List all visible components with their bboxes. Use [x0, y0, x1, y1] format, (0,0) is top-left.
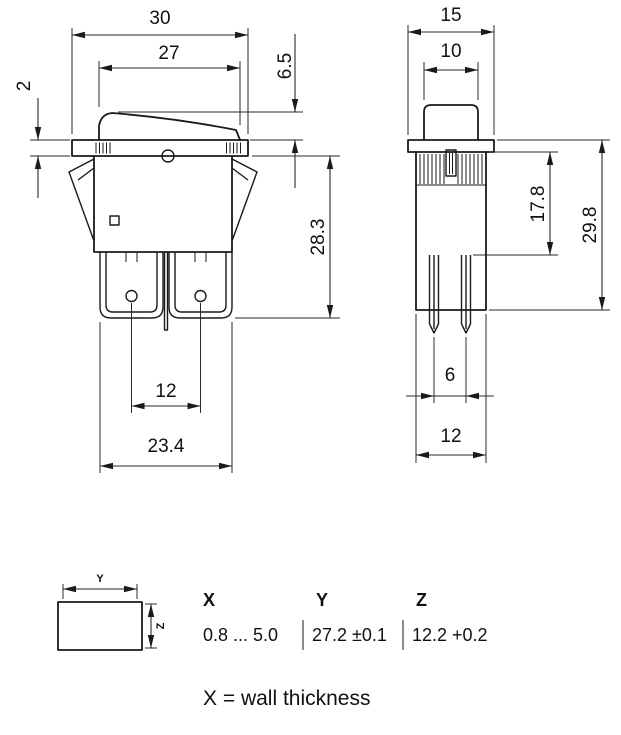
front-dim-terminal-spacing: 12: [131, 303, 201, 413]
side-dim-body-depth-text: 12: [440, 426, 461, 447]
table-header-x: X: [203, 590, 215, 610]
side-dim-overall-depth: 15: [407, 5, 495, 135]
table-value-y: 27.2 ±0.1: [312, 625, 387, 645]
side-dim-total-depth: 29.8: [489, 139, 610, 311]
front-view: 30 27 2 6.5 28.3: [14, 8, 340, 473]
side-dim-terminal-spacing: 6: [406, 337, 494, 403]
cutout-height-label: Z: [155, 622, 167, 629]
cutout-height-dim: Z: [145, 603, 167, 649]
front-dim-bezel-height: 2: [14, 81, 70, 198]
side-dim-terminal-spacing-text: 6: [445, 365, 456, 386]
table-header-y: Y: [316, 590, 328, 610]
table-value-z: 12.2 +0.2: [412, 625, 488, 645]
front-dim-rocker-width: 27: [98, 43, 241, 125]
front-dim-body-width: 23.4: [99, 322, 233, 473]
table-dividers: [302, 620, 404, 650]
front-dim-overall-width: 30: [71, 8, 249, 134]
front-dim-overall-width-text: 30: [149, 8, 170, 29]
side-dim-body-depth: 12: [415, 314, 487, 463]
side-flange: [407, 139, 495, 153]
front-dim-rocker-width-text: 27: [158, 43, 179, 64]
side-body: [415, 151, 487, 311]
wall-thickness-note: X = wall thickness: [203, 687, 371, 710]
front-dim-terminal-spacing-text: 12: [155, 381, 176, 402]
side-dim-upper-body-depth-text: 17.8: [528, 186, 549, 223]
panel-cutout-diagram: Y Z: [57, 573, 167, 651]
cutout-width-label: Y: [96, 573, 104, 585]
cutout-dimension-table: X Y Z 0.8 ... 5.0 27.2 ±0.1 12.2 +0.2: [203, 590, 488, 650]
front-flange: [71, 139, 249, 157]
side-view: 15 10 17.8 29.8 6: [406, 5, 610, 463]
front-pivot-circle: [161, 149, 175, 163]
table-header-z: Z: [416, 590, 427, 610]
front-dim-body-depth: 28.3: [235, 155, 340, 319]
front-flange-spring-hatching: [95, 142, 241, 154]
side-center-latch: [445, 149, 457, 177]
side-dim-total-depth-text: 29.8: [580, 207, 601, 244]
side-dim-overall-depth-text: 15: [440, 5, 461, 26]
front-dim-bezel-height-text: 2: [14, 81, 35, 92]
front-dim-body-width-text: 23.4: [148, 436, 185, 457]
side-dim-rocker-depth: 10: [423, 41, 479, 100]
front-rocker-actuator: [98, 112, 241, 141]
side-terminal-pins: [428, 255, 472, 334]
side-dim-upper-body-depth: 17.8: [473, 151, 558, 256]
cutout-rectangle: [57, 601, 143, 651]
front-body: [93, 155, 233, 253]
side-rocker-actuator: [423, 104, 479, 141]
front-snap-wings: [68, 158, 258, 242]
front-dim-rocker-height: 6.5: [118, 34, 303, 188]
front-terminal-housings: [99, 252, 233, 331]
front-dim-body-depth-text: 28.3: [308, 219, 329, 256]
side-body-ribs: [419, 154, 483, 184]
cutout-width-dim: Y: [62, 573, 138, 599]
side-dim-rocker-depth-text: 10: [440, 41, 461, 62]
front-body-window: [109, 215, 120, 226]
front-dim-rocker-height-text: 6.5: [275, 53, 296, 79]
table-value-x: 0.8 ... 5.0: [203, 625, 278, 645]
